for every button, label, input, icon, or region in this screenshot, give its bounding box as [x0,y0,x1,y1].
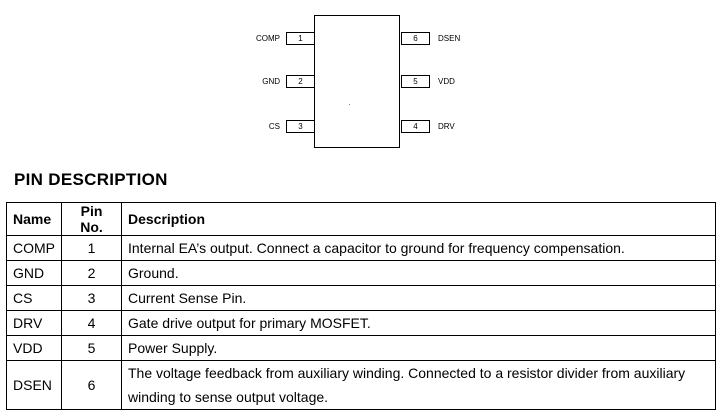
pin-label-vdd: VDD [438,77,455,86]
cell-name: DSEN [6,360,62,410]
cell-pin-no: 6 [61,360,122,410]
cell-description: The voltage feedback from auxiliary wind… [121,360,716,410]
cell-pin-no: 1 [61,235,122,261]
table-row: CS 3 Current Sense Pin. [6,285,716,311]
table-row: DSEN 6 The voltage feedback from auxilia… [6,360,716,410]
pin-box-1: 1 [286,32,315,45]
cell-description: Current Sense Pin. [121,285,716,311]
pin-label-gnd: GND [262,77,280,86]
cell-pin-no: 4 [61,310,122,336]
cell-name: GND [6,260,62,286]
header-pin-no: Pin No. [61,202,122,236]
pin-label-cs: CS [268,122,280,131]
cell-description: Gate drive output for primary MOSFET. [121,310,716,336]
header-description: Description [121,202,716,236]
pin-description-table: Name Pin No. Description COMP 1 Internal… [6,202,716,410]
pin-box-5: 5 [401,75,430,88]
pinout-diagram: COMP 1 GND 2 CS 3 6 DSEN 5 VDD 4 DRV [0,0,724,160]
cell-name: DRV [6,310,62,336]
cell-description: Internal EA’s output. Connect a capacito… [121,235,716,261]
chip-marker [349,104,350,105]
pin-label-dsen: DSEN [438,34,461,43]
cell-pin-no: 3 [61,285,122,311]
cell-name: CS [6,285,62,311]
table-header-row: Name Pin No. Description [6,202,716,236]
pin-box-4: 4 [401,120,430,133]
cell-description: Ground. [121,260,716,286]
pin-box-2: 2 [286,75,315,88]
cell-pin-no: 2 [61,260,122,286]
table-row: COMP 1 Internal EA’s output. Connect a c… [6,235,716,261]
table-row: DRV 4 Gate drive output for primary MOSF… [6,310,716,336]
section-title: PIN DESCRIPTION [14,170,168,189]
cell-name: COMP [6,235,62,261]
pin-label-drv: DRV [438,122,455,131]
pin-box-6: 6 [401,32,430,45]
cell-pin-no: 5 [61,335,122,361]
pin-box-3: 3 [286,120,315,133]
table-row: VDD 5 Power Supply. [6,335,716,361]
chip-body [314,15,400,148]
table-row: GND 2 Ground. [6,260,716,286]
pin-label-comp: COMP [256,34,280,43]
cell-name: VDD [6,335,62,361]
header-name: Name [6,202,62,236]
cell-description: Power Supply. [121,335,716,361]
